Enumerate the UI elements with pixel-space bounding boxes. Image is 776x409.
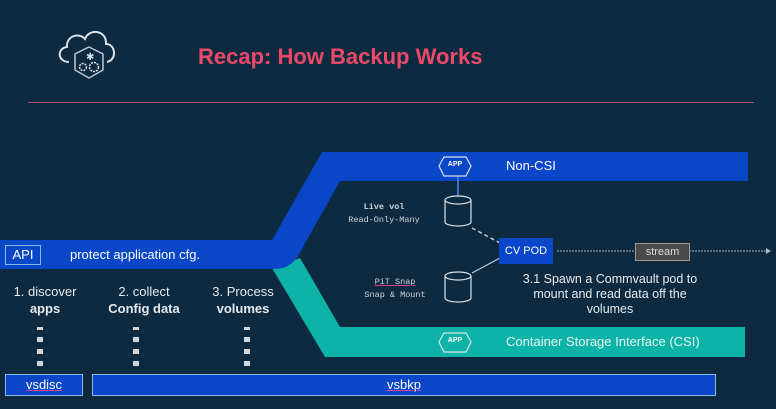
live-volume-icon <box>444 195 472 227</box>
pit-snap-volume-icon <box>444 271 472 303</box>
api-text: protect application cfg. <box>70 247 201 262</box>
cloud-gears-icon: ✱ <box>58 31 115 79</box>
non-csi-label: Non-CSI <box>506 158 556 173</box>
vsbkp-component: vsbkp <box>92 374 716 396</box>
cv-pod-box: CV POD <box>499 238 553 264</box>
dots-connector <box>133 327 139 373</box>
vsdisc-component: vsdisc <box>5 374 83 396</box>
csi-band <box>272 258 745 357</box>
svg-text:✱: ✱ <box>86 52 94 63</box>
non-csi-band <box>0 152 748 269</box>
csi-label: Container Storage Interface (CSI) <box>506 334 700 349</box>
csi-app-badge: APP <box>447 337 463 344</box>
page-title: Recap: How Backup Works <box>198 44 483 69</box>
stream-box: stream <box>635 243 690 261</box>
dots-connector <box>244 327 250 373</box>
pod-note: 3.1 Spawn a Commvault pod to mount and r… <box>522 272 698 316</box>
title-divider <box>28 102 754 103</box>
dots-connector <box>37 327 43 373</box>
app-hexagon-icon <box>438 156 472 177</box>
api-badge: API <box>5 245 41 265</box>
app-hexagon-icon <box>438 332 472 353</box>
non-csi-app-badge: APP <box>447 161 463 168</box>
